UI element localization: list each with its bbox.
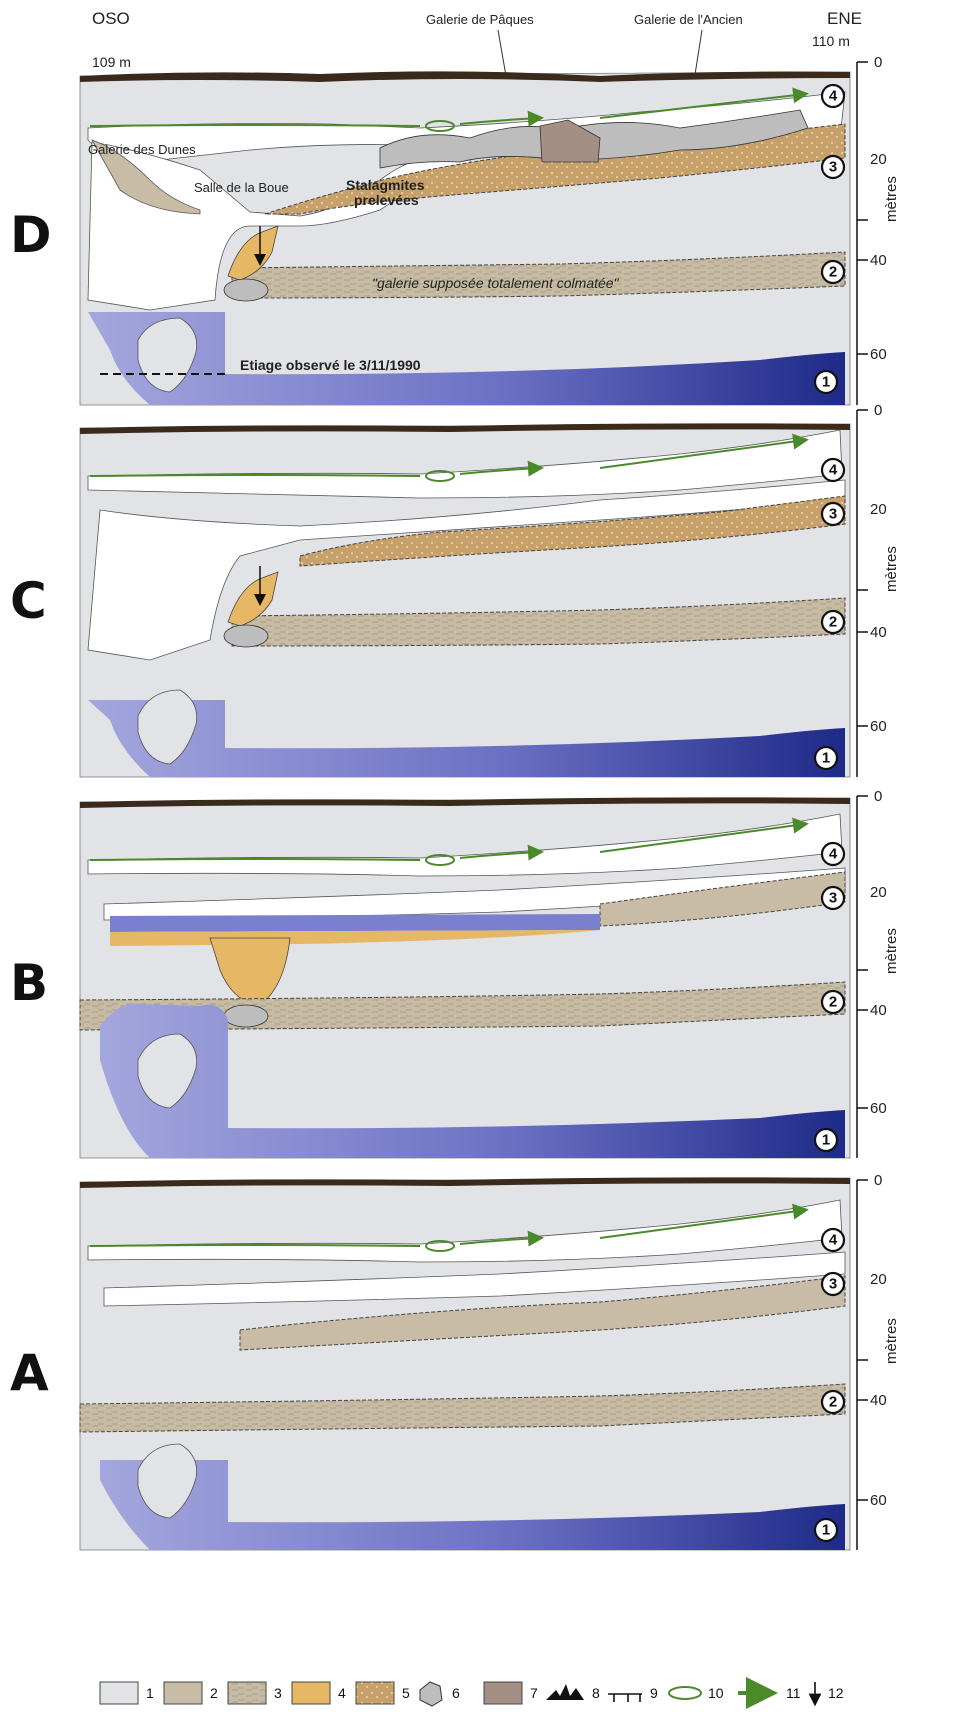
scale-tick-60-c: 60: [870, 718, 887, 735]
legend-swatch-2: [164, 1682, 202, 1704]
scale-tick-40-d: 40: [870, 252, 887, 269]
level-4-label-d: 4: [829, 88, 838, 105]
label-stalagmites-1: Stalagmites: [346, 177, 425, 193]
scale-unit-c: mètres: [883, 546, 900, 592]
legend-label-8: 8: [592, 1685, 600, 1701]
level-2-label-c: 2: [829, 614, 837, 631]
level-3-label-d: 3: [829, 159, 837, 176]
panel-letter-c: C: [10, 572, 47, 630]
scale-unit-d: mètres: [883, 176, 900, 222]
level-1-label-a: 1: [822, 1522, 830, 1539]
panel-c: [80, 423, 850, 777]
legend-swatch-5: [356, 1682, 394, 1704]
scale-bar-b: 0 20 40 60 mètres: [857, 788, 900, 1158]
scale-tick-20-d: 20: [870, 151, 887, 168]
scale-tick-20-a: 20: [870, 1271, 887, 1288]
scale-tick-40-c: 40: [870, 624, 887, 641]
legend-label-2: 2: [210, 1685, 218, 1701]
legend-label-4: 4: [338, 1685, 346, 1701]
scale-bar-c: 0 20 40 60 mètres: [857, 402, 900, 777]
level-1-label-b: 1: [822, 1132, 830, 1149]
legend-swatch-3: [228, 1682, 266, 1704]
level-3-label-b: 3: [829, 890, 837, 907]
label-stalagmites-2: prelevées: [354, 192, 419, 208]
left-direction: OSO: [92, 9, 130, 28]
label-galerie-supposee: "galerie supposée totalement colmatée": [372, 275, 620, 291]
scale-unit-b: mètres: [883, 928, 900, 974]
label-etiage: Etiage observé le 3/11/1990: [240, 357, 421, 373]
legend-label-11: 11: [786, 1685, 801, 1701]
scale-bar-d: 0 20 40 60 mètres: [857, 54, 900, 405]
scale-tick-60-b: 60: [870, 1100, 887, 1117]
legend-label-3: 3: [274, 1685, 282, 1701]
level-4-label-a: 4: [829, 1232, 838, 1249]
legend-swatch-1: [100, 1682, 138, 1704]
panel-letter-b: B: [10, 954, 48, 1012]
panel-d-block-pile: [224, 279, 268, 301]
label-galerie-dunes: Galerie des Dunes: [88, 142, 196, 157]
panel-b-flow-arrow: [90, 859, 420, 860]
label-galerie-paques: Galerie de Pâques: [426, 12, 534, 27]
scale-tick-60-d: 60: [870, 346, 887, 363]
scale-bar-a: 0 20 40 60 mètres: [857, 1172, 900, 1550]
level-1-label-d: 1: [822, 374, 830, 391]
legend-label-7: 7: [530, 1685, 538, 1701]
panel-a-flow-arrow: [90, 1245, 420, 1246]
scale-tick-20-c: 20: [870, 501, 887, 518]
legend-label-10: 10: [708, 1685, 724, 1701]
level-1-label-c: 1: [822, 750, 830, 767]
level-2-label-a: 2: [829, 1394, 837, 1411]
legend-swatch-6: [420, 1682, 442, 1706]
scale-tick-40-a: 40: [870, 1392, 887, 1409]
legend-label-5: 5: [402, 1685, 410, 1701]
panel-b-water-upper: [110, 914, 600, 932]
legend-swatch-10: [669, 1687, 701, 1699]
legend-label-1: 1: [146, 1685, 154, 1701]
label-galerie-ancien: Galerie de l'Ancien: [634, 12, 743, 27]
scale-tick-40-b: 40: [870, 1002, 887, 1019]
scale-tick-0-c: 0: [874, 402, 882, 419]
panel-letter-a: A: [10, 1344, 49, 1402]
scale-tick-20-b: 20: [870, 884, 887, 901]
level-2-label-b: 2: [829, 994, 837, 1011]
panel-c-block-pile: [224, 625, 268, 647]
level-3-label-a: 3: [829, 1276, 837, 1293]
panel-c-flow-arrow: [90, 475, 420, 476]
scale-tick-0-a: 0: [874, 1172, 882, 1189]
legend-label-9: 9: [650, 1685, 658, 1701]
panel-b: [80, 797, 850, 1158]
level-4-label-c: 4: [829, 462, 838, 479]
panel-d: Galerie des Dunes Salle de la Boue Stala…: [80, 71, 850, 405]
right-direction: ENE: [827, 9, 862, 28]
legend-swatch-4: [292, 1682, 330, 1704]
legend-label-12: 12: [828, 1685, 844, 1701]
scale-tick-0-b: 0: [874, 788, 882, 805]
scale-tick-0-d: 0: [874, 54, 882, 71]
left-altitude: 109 m: [92, 54, 131, 70]
level-4-label-b: 4: [829, 846, 838, 863]
label-salle-boue: Salle de la Boue: [194, 180, 289, 195]
legend: 1 2 3 4 5 6 7 8 9 10 11 12: [100, 1682, 844, 1706]
level-2-label-d: 2: [829, 264, 837, 281]
legend-label-6: 6: [452, 1685, 460, 1701]
legend-swatch-8: [546, 1684, 584, 1700]
right-altitude: 110 m: [812, 33, 850, 49]
panel-b-block-pile: [224, 1005, 268, 1027]
scale-tick-60-a: 60: [870, 1492, 887, 1509]
legend-swatch-7: [484, 1682, 522, 1704]
legend-swatch-9: [608, 1694, 642, 1702]
level-3-label-c: 3: [829, 506, 837, 523]
panel-a: [80, 1177, 850, 1550]
scale-unit-a: mètres: [883, 1318, 900, 1364]
panel-letter-d: D: [10, 206, 52, 264]
panel-d-flow-arrow: [90, 125, 420, 126]
